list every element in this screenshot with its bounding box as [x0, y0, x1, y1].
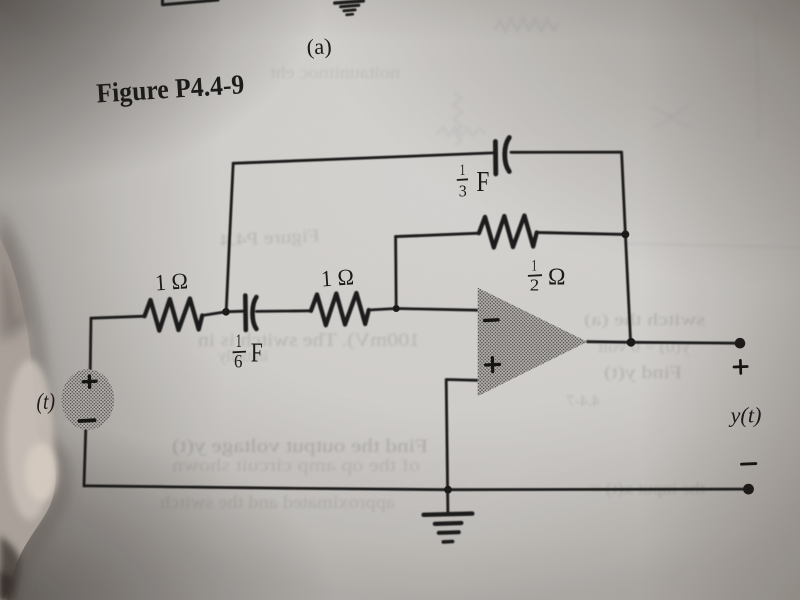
- svg-text:2: 2: [530, 276, 540, 295]
- svg-text:Find y(t): Find y(t): [604, 362, 682, 383]
- svg-text:switch the (a): switch the (a): [584, 310, 705, 329]
- svg-text:1 Ω: 1 Ω: [154, 268, 189, 295]
- svg-text:(a): (a): [306, 33, 332, 59]
- svg-text:(t): (t): [37, 389, 56, 414]
- svg-text:3: 3: [459, 182, 467, 201]
- svg-text:100mV). The switch is in: 100mV). The switch is in: [197, 330, 420, 351]
- svg-text:1: 1: [460, 162, 466, 179]
- svg-text:Find the output voltage y(t): Find the output voltage y(t): [172, 436, 428, 457]
- svg-text:noitaunitnoc eht: noitaunitnoc eht: [270, 62, 400, 82]
- svg-text:F: F: [251, 338, 263, 368]
- svg-text:4.4-7: 4.4-7: [567, 393, 600, 410]
- svg-text:1: 1: [532, 258, 538, 275]
- svg-text:6: 6: [234, 352, 243, 373]
- svg-text:F: F: [476, 167, 489, 198]
- svg-text:of the op amp circuit shown: of the op amp circuit shown: [172, 455, 420, 475]
- svg-text:1: 1: [236, 331, 242, 352]
- svg-text:y(t): y(t): [728, 403, 761, 428]
- svg-text:approximated and the switch: approximated and the switch: [160, 492, 395, 512]
- svg-text:initially: initially: [218, 348, 268, 365]
- svg-text:1 Ω: 1 Ω: [320, 264, 355, 291]
- svg-text:Ω: Ω: [548, 265, 566, 291]
